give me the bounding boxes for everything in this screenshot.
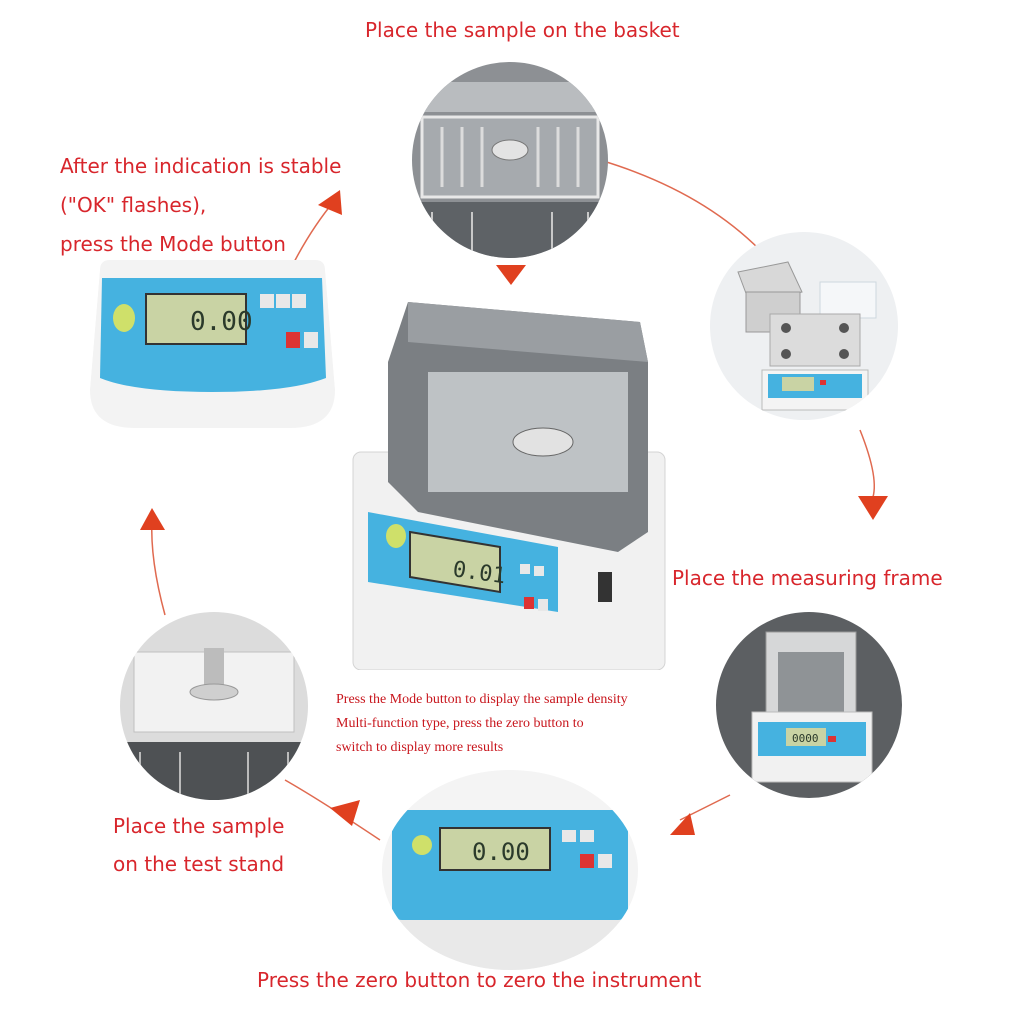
photo-test-stand (120, 612, 308, 800)
arrow-triangle-icon (330, 800, 360, 826)
note-line3: switch to display more results (336, 740, 504, 755)
arrow-triangle-icon (496, 265, 526, 285)
instrument-left: 0.00 (90, 260, 335, 428)
note-line2: Multi-function type, press the zero butt… (336, 716, 584, 731)
left-display-reading: 0.00 (190, 307, 253, 337)
arrow-triangle-icon (318, 190, 342, 215)
label-stable-line1: After the indication is stable (60, 154, 342, 178)
right-display-reading: 0000 (792, 732, 819, 745)
label-stand-line2: on the test stand (113, 852, 285, 876)
label-zero: Press the zero button to zero the instru… (257, 968, 702, 992)
label-stand-line1: Place the sample (113, 814, 285, 838)
power-led-icon (412, 835, 432, 855)
label-basket: Place the sample on the basket (365, 18, 680, 42)
arc-right-to-bottom (679, 794, 731, 821)
label-stable-line2: ("OK" flashes), (60, 193, 207, 217)
photo-zero-button: 0.00 (382, 770, 638, 970)
arc-frame-to-right (859, 429, 875, 501)
arc-stand-to-left (151, 519, 166, 616)
photo-measuring-frame (710, 232, 898, 420)
arrow-triangle-icon (858, 496, 888, 520)
arrow-triangle-icon (140, 508, 165, 530)
arrow-triangle-icon (670, 813, 695, 835)
arc-basket-to-frame (599, 159, 761, 251)
photo-frame-on-instrument: 0000 (716, 612, 902, 798)
photo-basket (412, 62, 608, 258)
label-stable-line3: press the Mode button (60, 232, 286, 256)
label-frame: Place the measuring frame (672, 566, 943, 590)
instrument-center: 0.01 (348, 292, 670, 670)
arc-bottom-to-stand (284, 779, 381, 841)
note-line1: Press the Mode button to display the sam… (336, 692, 628, 707)
bottom-display-reading: 0.00 (472, 838, 530, 866)
